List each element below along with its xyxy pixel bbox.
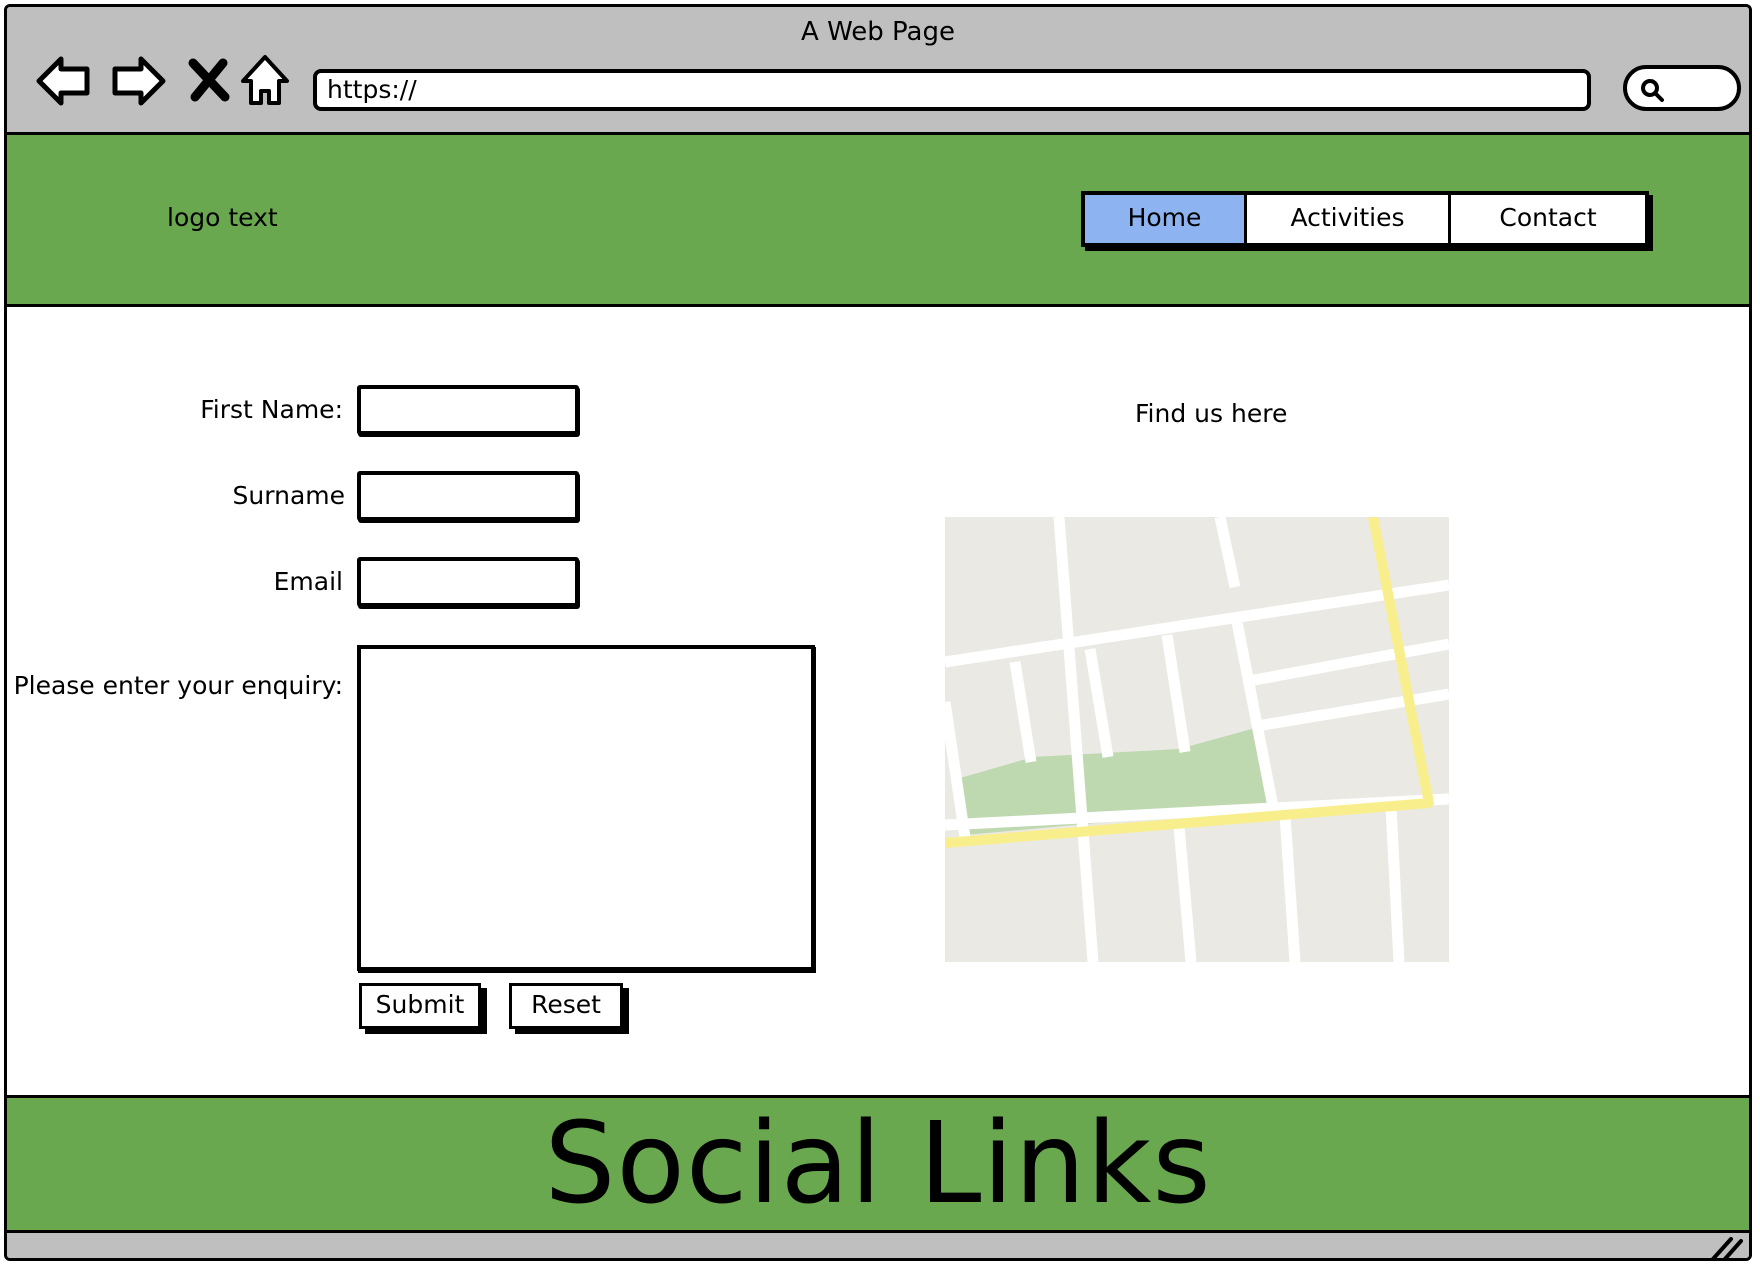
email-label: Email [273, 567, 343, 596]
forward-arrow-icon[interactable] [107, 51, 167, 111]
surname-label: Surname [232, 481, 345, 510]
close-icon[interactable] [179, 51, 239, 111]
home-icon[interactable] [235, 51, 295, 111]
site-footer: Social Links [7, 1095, 1749, 1233]
browser-search-box[interactable] [1623, 65, 1741, 111]
nav-tabs: Home Activities Contact [1081, 191, 1649, 247]
tab-activities[interactable]: Activities [1247, 195, 1451, 243]
tab-home[interactable]: Home [1085, 195, 1247, 243]
first-name-label: First Name: [200, 395, 343, 424]
site-header: logo text Home Activities Contact [7, 135, 1749, 307]
enquiry-label: Please enter your enquiry: [13, 671, 343, 700]
first-name-input[interactable] [357, 385, 579, 435]
tab-contact[interactable]: Contact [1499, 203, 1597, 232]
logo-text: logo text [167, 203, 278, 232]
surname-input[interactable] [357, 471, 579, 521]
search-icon [1641, 79, 1664, 102]
map-heading: Find us here [1135, 399, 1288, 428]
window-title: A Web Page [801, 17, 955, 47]
map-image [945, 517, 1449, 962]
resize-grip-icon[interactable] [1709, 1235, 1743, 1261]
browser-window: A Web Page https:// logo text Home Activ… [4, 4, 1752, 1261]
url-bar[interactable]: https:// [313, 69, 1591, 111]
status-bar [7, 1233, 1749, 1261]
social-links[interactable]: Social Links [544, 1099, 1212, 1229]
reset-button[interactable]: Reset [509, 983, 623, 1029]
back-arrow-icon[interactable] [35, 51, 95, 111]
location-map[interactable] [945, 517, 1449, 962]
submit-button[interactable]: Submit [359, 983, 481, 1029]
enquiry-textarea[interactable] [357, 645, 815, 971]
browser-chrome: A Web Page https:// [7, 7, 1749, 135]
email-input[interactable] [357, 557, 579, 607]
